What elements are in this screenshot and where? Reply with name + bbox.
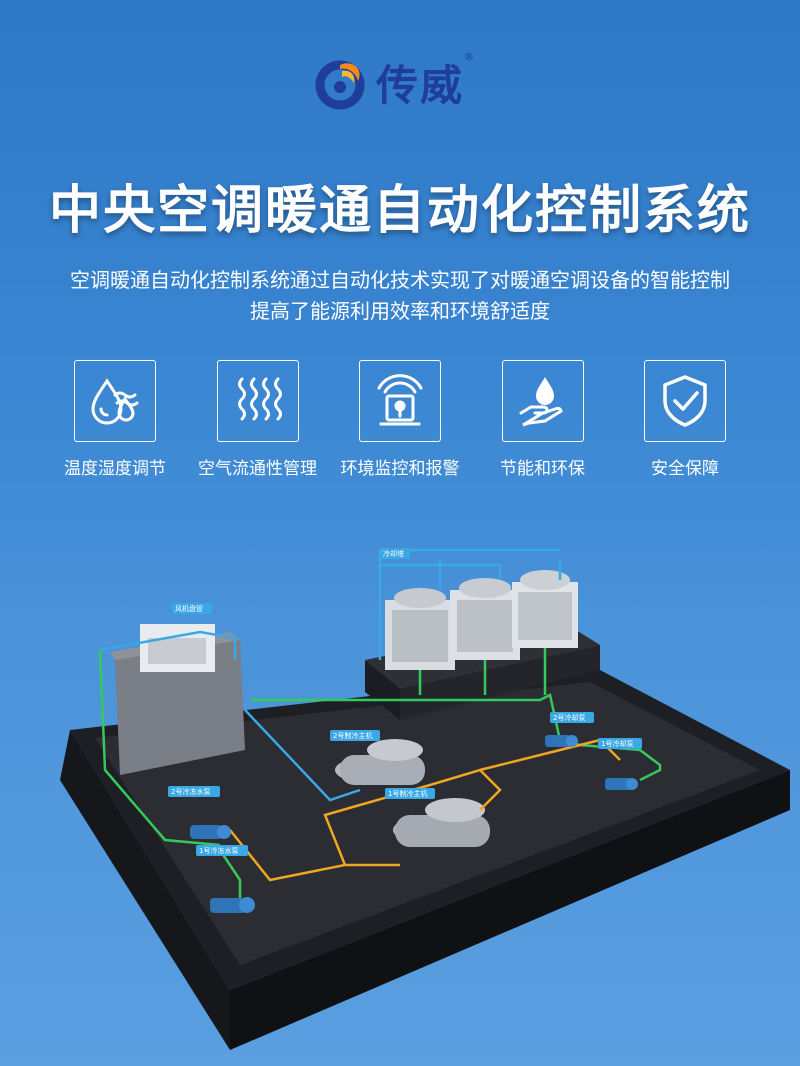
hvac-system-illustration: 冷却塔 风机盘管 2号制冷主机 1号制冷主机 2号冷冻水泵 1号冷冻水泵 2号冷… (60, 548, 790, 1050)
feature-icon-box (74, 360, 156, 442)
pump-unit (605, 778, 638, 790)
label-text: 2号冷冻水泵 (171, 787, 210, 796)
feature-icon-box (216, 360, 299, 442)
feature-safety: 安全保障 (615, 360, 755, 479)
label-chiller-2: 2号制冷主机 (330, 730, 380, 741)
label-air-handler: 风机盘管 (172, 603, 212, 614)
description-line-2: 提高了能源利用效率和环境舒适度 (250, 299, 550, 323)
pump-unit (210, 897, 255, 913)
brand-logo: 传威 ® (312, 52, 474, 113)
feature-label: 节能和环保 (500, 459, 585, 479)
label-text: 2号制冷主机 (333, 731, 372, 740)
alarm-light-icon (377, 374, 423, 426)
chiller-units (335, 739, 490, 847)
feature-monitoring: 环境监控和报警 (330, 360, 470, 479)
chiller-unit (335, 739, 425, 785)
pump-unit (545, 735, 578, 747)
feature-icon-box (359, 360, 441, 442)
water-drops-icon (91, 378, 139, 425)
page-title: 中央空调暖通自动化控制系统 (48, 181, 751, 241)
air-handler-building (110, 624, 245, 775)
feature-energy: 节能和环保 (473, 360, 613, 479)
logo-swirl-icon (315, 60, 365, 109)
airflow-icon (237, 377, 282, 421)
label-cooling-pump-2: 2号冷却泵 (550, 712, 594, 723)
feature-label: 空气流通性管理 (198, 459, 317, 479)
label-text: 风机盘管 (175, 604, 203, 613)
label-chilled-pump-2: 2号冷冻水泵 (168, 786, 220, 797)
label-text: 2号冷却泵 (553, 713, 585, 722)
label-text: 1号冷冻水泵 (199, 846, 238, 855)
feature-label: 温度湿度调节 (64, 459, 166, 479)
hand-drop-icon (519, 377, 563, 427)
label-text: 1号冷却泵 (601, 739, 633, 748)
feature-icon-box (644, 360, 726, 442)
shield-check-icon (663, 375, 707, 427)
cooling-tower-unit (512, 570, 578, 648)
registered-mark: ® (464, 52, 475, 63)
label-text: 冷却塔 (383, 549, 404, 558)
cooling-tower-unit (385, 588, 455, 670)
description: 空调暖通自动化控制系统通过自动化技术实现了对暖通空调设备的智能控制 提高了能源利… (0, 265, 800, 327)
description-line-1: 空调暖通自动化控制系统通过自动化技术实现了对暖通空调设备的智能控制 (70, 268, 730, 292)
label-text: 1号制冷主机 (388, 789, 427, 798)
cooling-tower-units (385, 570, 578, 670)
feature-icon-box (501, 360, 584, 442)
equipment-labels: 冷却塔 风机盘管 2号制冷主机 1号制冷主机 2号冷冻水泵 1号冷冻水泵 2号冷… (168, 548, 642, 856)
pump-units (190, 735, 638, 913)
label-cooling-pump-1: 1号冷却泵 (598, 738, 642, 749)
label-cooling-tower: 冷却塔 (380, 548, 410, 559)
header: 传威 ® 中央空调暖通自动化控制系统 空调暖通自动化控制系统通过自动化技术实现了… (0, 0, 800, 520)
chiller-unit (393, 798, 490, 847)
feature-label: 环境监控和报警 (340, 459, 460, 479)
label-chiller-1: 1号制冷主机 (385, 788, 435, 799)
brand-name: 传威 (376, 61, 465, 110)
feature-label: 安全保障 (651, 459, 719, 479)
feature-list: 温度湿度调节 空气流通性管理 (45, 360, 755, 479)
feature-humidity: 温度湿度调节 (45, 360, 185, 479)
pump-unit (190, 825, 231, 839)
feature-airflow: 空气流通性管理 (188, 360, 328, 479)
label-chilled-pump-1: 1号冷冻水泵 (196, 845, 248, 856)
cooling-tower-unit (450, 578, 520, 660)
